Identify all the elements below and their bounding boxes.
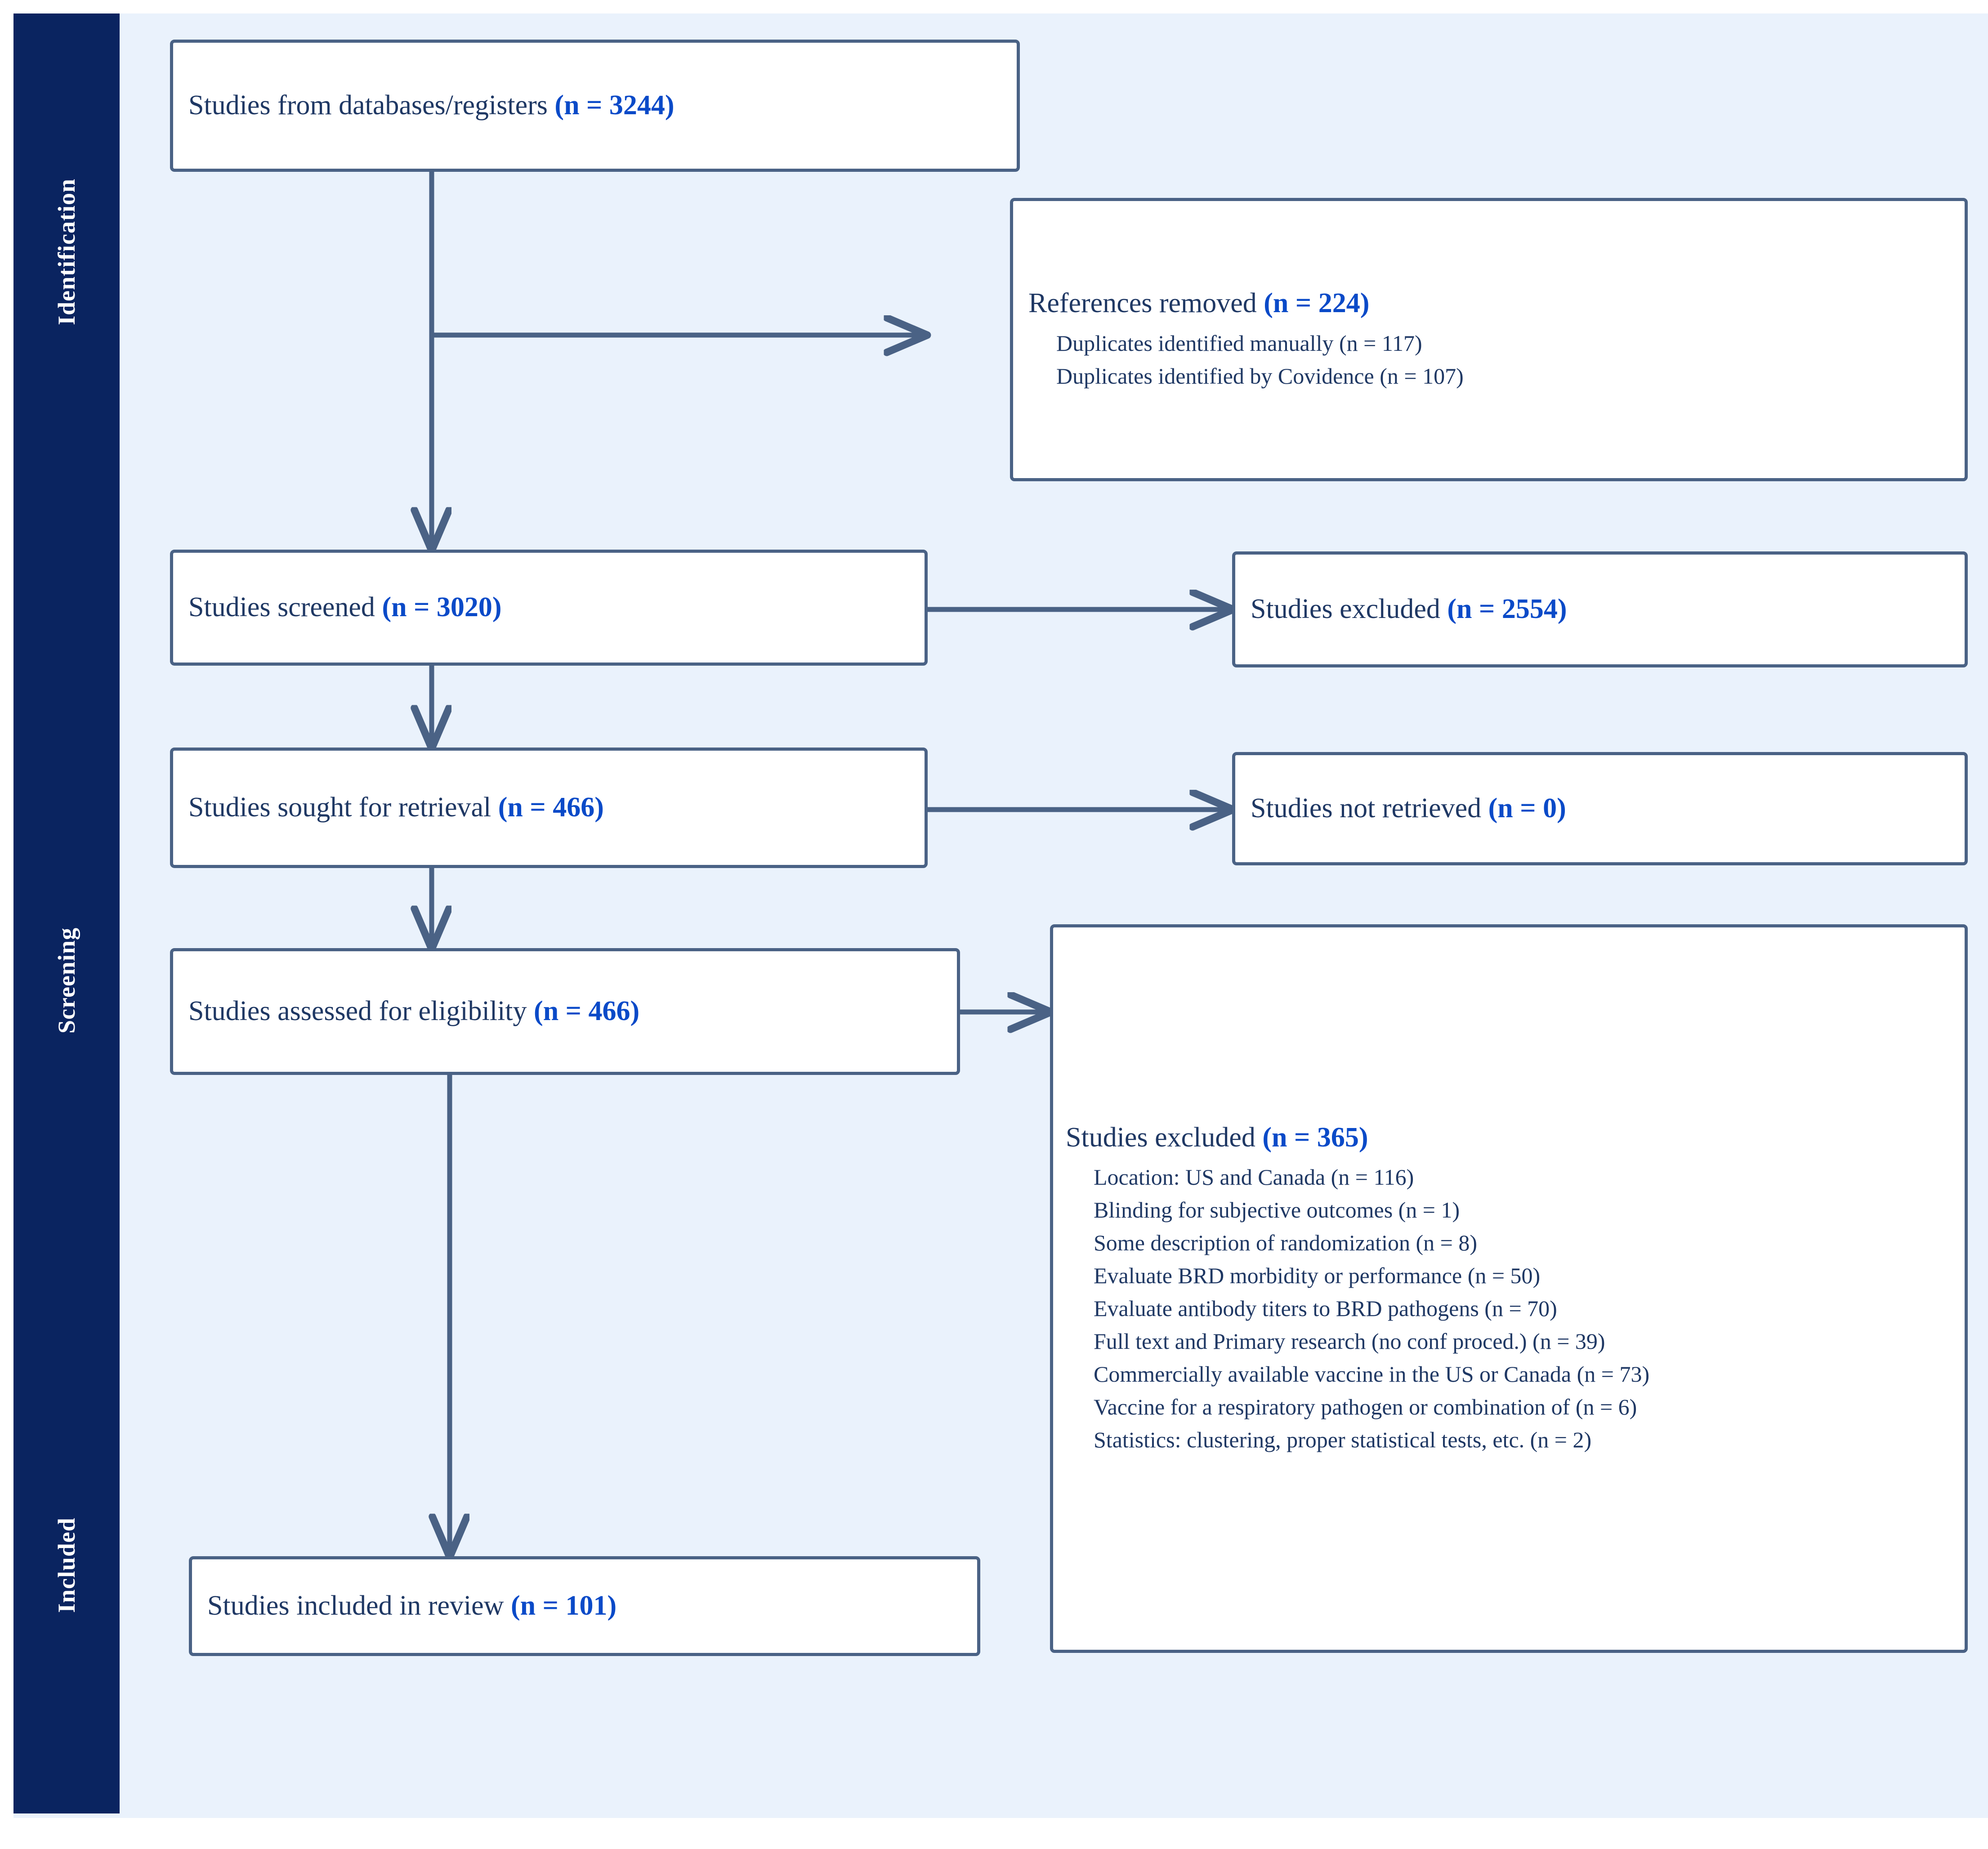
box-studies-sought-content: Studies sought for retrieval (n = 466) [173, 791, 925, 825]
studies-excluded-eligibility-count: (n = 365) [1262, 1122, 1368, 1153]
studies-assessed-count: (n = 466) [534, 996, 640, 1027]
box-studies-included[interactable]: Studies included in review (n = 101) [189, 1556, 980, 1656]
box-studies-not-retrieved-content: Studies not retrieved (n = 0) [1235, 792, 1965, 826]
box-studies-assessed-title: Studies assessed for eligibility (n = 46… [188, 994, 942, 1029]
list-item: Duplicates identified by Covidence (n = … [1056, 363, 1464, 389]
phase-band-identification: Identification [13, 13, 120, 531]
studies-sought-label: Studies sought for retrieval [188, 792, 498, 823]
list-item: Evaluate BRD morbidity or performance (n… [1094, 1263, 1541, 1289]
studies-excluded-screening-count: (n = 2554) [1447, 594, 1567, 625]
list-item: Commercially available vaccine in the US… [1094, 1361, 1650, 1387]
box-references-removed[interactable]: References removed (n = 224) Duplicates … [1010, 198, 1968, 481]
phase-band-screening: Screening [13, 531, 120, 1430]
box-studies-included-content: Studies included in review (n = 101) [192, 1589, 977, 1623]
studies-excluded-reason-list: Location: US and Canada (n = 116) Blindi… [1066, 1161, 1952, 1456]
box-studies-included-title: Studies included in review (n = 101) [207, 1589, 962, 1623]
list-item: Duplicates identified manually (n = 117) [1056, 330, 1422, 356]
box-studies-excluded-screening-content: Studies excluded (n = 2554) [1235, 592, 1965, 627]
list-item: Location: US and Canada (n = 116) [1094, 1164, 1414, 1190]
phase-band-included: Included [13, 1430, 120, 1813]
records-identified-count: (n = 3244) [554, 90, 675, 121]
phase-label-included: Included [53, 1517, 80, 1613]
box-records-identified-content: Studies from databases/registers (n = 32… [173, 89, 1017, 123]
box-studies-excluded-eligibility-content: Studies excluded (n = 365) Location: US … [1053, 1121, 1965, 1457]
studies-not-retrieved-count: (n = 0) [1488, 793, 1566, 824]
box-studies-not-retrieved-title: Studies not retrieved (n = 0) [1251, 792, 1949, 826]
phase-label-identification: Identification [53, 178, 80, 325]
box-references-removed-content: References removed (n = 224) Duplicates … [1013, 287, 1965, 393]
list-item: Statistics: clustering, proper statistic… [1094, 1427, 1592, 1453]
box-studies-sought[interactable]: Studies sought for retrieval (n = 466) [170, 748, 928, 868]
box-references-removed-title: References removed (n = 224) [1028, 287, 1949, 321]
box-studies-screened-title: Studies screened (n = 3020) [188, 591, 909, 625]
box-studies-screened-content: Studies screened (n = 3020) [173, 591, 925, 625]
box-studies-screened[interactable]: Studies screened (n = 3020) [170, 550, 928, 666]
box-studies-excluded-eligibility[interactable]: Studies excluded (n = 365) Location: US … [1050, 924, 1968, 1653]
box-studies-excluded-eligibility-title: Studies excluded (n = 365) [1066, 1121, 1952, 1155]
list-item: Full text and Primary research (no conf … [1094, 1329, 1605, 1354]
box-records-identified[interactable]: Studies from databases/registers (n = 32… [170, 40, 1020, 172]
box-records-identified-title: Studies from databases/registers (n = 32… [188, 89, 1001, 123]
studies-excluded-eligibility-label: Studies excluded [1066, 1122, 1263, 1153]
list-item: Vaccine for a respiratory pathogen or co… [1094, 1394, 1637, 1420]
references-removed-count: (n = 224) [1264, 288, 1370, 319]
box-studies-excluded-screening[interactable]: Studies excluded (n = 2554) [1232, 551, 1968, 667]
list-item: Blinding for subjective outcomes (n = 1) [1094, 1197, 1460, 1223]
studies-screened-count: (n = 3020) [382, 592, 502, 623]
references-removed-label: References removed [1028, 288, 1264, 319]
studies-sought-count: (n = 466) [498, 792, 604, 823]
box-studies-sought-title: Studies sought for retrieval (n = 466) [188, 791, 909, 825]
phase-label-screening: Screening [53, 927, 80, 1034]
list-item: Evaluate antibody titers to BRD pathogen… [1094, 1296, 1557, 1321]
box-studies-assessed[interactable]: Studies assessed for eligibility (n = 46… [170, 948, 960, 1075]
studies-assessed-label: Studies assessed for eligibility [188, 996, 534, 1027]
box-studies-excluded-screening-title: Studies excluded (n = 2554) [1251, 592, 1949, 627]
studies-not-retrieved-label: Studies not retrieved [1251, 793, 1488, 824]
box-studies-not-retrieved[interactable]: Studies not retrieved (n = 0) [1232, 752, 1968, 865]
studies-excluded-screening-label: Studies excluded [1251, 594, 1447, 625]
studies-included-count: (n = 101) [510, 1590, 617, 1621]
studies-included-label: Studies included in review [207, 1590, 511, 1621]
references-removed-reason-list: Duplicates identified manually (n = 117)… [1028, 327, 1949, 393]
studies-screened-label: Studies screened [188, 592, 382, 623]
records-identified-label: Studies from databases/registers [188, 90, 555, 121]
list-item: Some description of randomization (n = 8… [1094, 1230, 1478, 1256]
box-studies-assessed-content: Studies assessed for eligibility (n = 46… [173, 994, 957, 1029]
